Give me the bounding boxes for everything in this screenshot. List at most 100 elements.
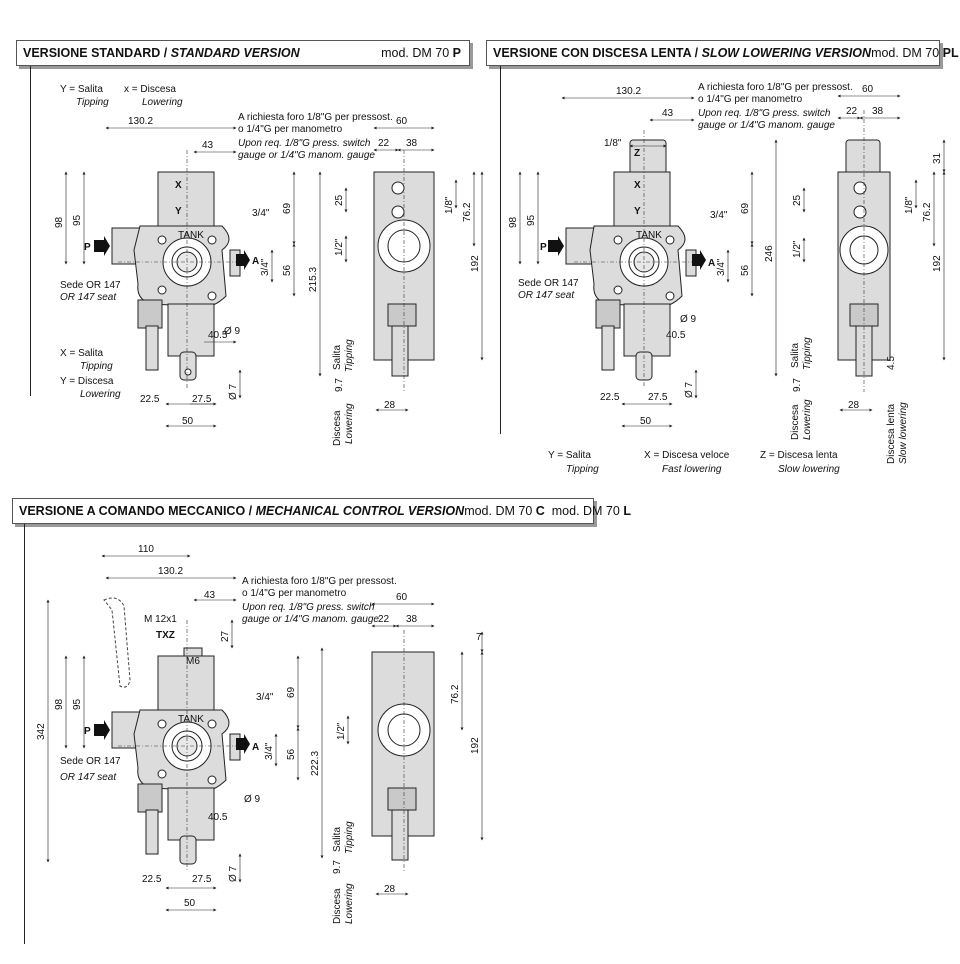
slow-side-1-2: 1/2" [792, 240, 803, 258]
slow-a-arrow [692, 250, 706, 270]
mech-side-1-2: 1/2" [336, 722, 347, 740]
sede-or-label: Sede OR 147 [60, 280, 121, 291]
slow-side-192: 192 [932, 255, 943, 272]
slow-side-22: 22 [846, 106, 858, 117]
slow-dim-95: 95 [526, 214, 537, 226]
slow-port-x: X [634, 180, 641, 191]
slow-dim-22-5: 22.5 [600, 392, 620, 403]
mech-dim-dia-7: Ø 7 [228, 865, 239, 882]
mech-note-en-2: gauge or 1/4"G manom. gauge [242, 614, 379, 625]
mech-side-22: 22 [378, 614, 390, 625]
dim-50: 50 [182, 416, 194, 427]
mech-side-discesa: Discesa [332, 888, 343, 924]
slow-dim-69: 69 [740, 202, 751, 214]
mech-seat: OR 147 seat [60, 772, 117, 783]
legend-tipping: Tipping [76, 97, 109, 108]
section-divider-standard [30, 66, 31, 396]
mech-dim-342: 342 [36, 723, 47, 740]
note-request-it-2: o 1/4"G per manometro [238, 124, 343, 135]
side-dim-215-3: 215.3 [308, 267, 319, 292]
slow-dim-50: 50 [640, 416, 652, 427]
or-seat-label: OR 147 seat [60, 292, 117, 303]
slow-dim-27-5: 27.5 [648, 392, 668, 403]
slow-note-en-1: Upon req. 1/8"G press. switch [698, 108, 831, 119]
slow-note-it-1: A richiesta foro 1/8"G per pressost. [698, 82, 853, 93]
mechanical-side-view [320, 602, 484, 896]
dim-dia-7: Ø 7 [228, 383, 239, 400]
mech-side-salita: Salita [332, 827, 343, 852]
mech-side-28: 28 [384, 884, 396, 895]
legend-tipping-2: Tipping [80, 361, 113, 372]
slow-dim-34: 3/4" [710, 210, 728, 221]
slow-legend-x: X = Discesa veloce [644, 450, 730, 461]
slow-dim-40-5: 40.5 [666, 330, 686, 341]
mechanical-front-view [103, 597, 250, 872]
mech-note-it-1: A richiesta foro 1/8"G per pressost. [242, 576, 397, 587]
slow-side-tipping: Tipping [802, 337, 813, 370]
dim-95: 95 [72, 214, 83, 226]
legend-x-discesa: x = Discesa [124, 84, 176, 95]
mech-dim-69: 69 [286, 686, 297, 698]
slow-dimensions [518, 96, 754, 428]
mech-dim-43: 43 [204, 590, 216, 601]
dim-34-top: 3/4" [252, 208, 270, 219]
header-slow-lowering: VERSIONE CON DISCESA LENTA / SLOW LOWERI… [486, 40, 959, 66]
side-discesa: Discesa [332, 410, 343, 446]
slow-side-76-2: 76.2 [922, 202, 933, 222]
side-lowering: Lowering [344, 403, 355, 444]
slow-side-38: 38 [872, 106, 884, 117]
standard-dimensions [64, 126, 296, 428]
section-divider-mechanical [24, 524, 25, 944]
slow-side-slow-lowering: Slow lowering [898, 402, 909, 464]
mech-dim-98: 98 [54, 698, 65, 710]
slow-tank: TANK [636, 230, 662, 241]
slow-port-z: Z [634, 148, 640, 159]
mech-note-it-2: o 1/4"G per manometro [242, 588, 347, 599]
port-a-arrow [236, 250, 250, 270]
slow-p-arrow [548, 236, 564, 256]
section-divider-slow [500, 66, 501, 434]
legend-X-salita: X = Salita [60, 348, 104, 359]
slow-side-view [774, 94, 946, 412]
side-salita: Salita [332, 345, 343, 370]
slow-side-discesa-lenta: Discesa lenta [886, 404, 897, 464]
header-standard: VERSIONE STANDARD / STANDARD VERSION mod… [16, 40, 470, 66]
slow-side-9-7: 9.7 [792, 378, 803, 392]
mech-dim-95: 95 [72, 698, 83, 710]
port-y-label: Y [175, 206, 182, 217]
side-dim-22: 22 [378, 138, 390, 149]
slow-note-it-2: o 1/4"G per manometro [698, 94, 803, 105]
slow-side-4-5: 4.5 [886, 356, 897, 370]
port-x-label: X [175, 180, 182, 191]
mech-dim-56: 56 [286, 748, 297, 760]
mech-dim-40-5: 40.5 [208, 812, 228, 823]
dim-98: 98 [54, 216, 65, 228]
slow-dim-1-8: 1/8" [604, 138, 622, 149]
mech-port-a: A [252, 742, 259, 753]
header-mechanical: VERSIONE A COMANDO MECCANICO / MECHANICA… [12, 498, 631, 524]
slow-side-25: 25 [792, 194, 803, 206]
mech-side-76-2: 76.2 [450, 684, 461, 704]
slow-side-246: 246 [764, 245, 775, 262]
slow-dim-56: 56 [740, 264, 751, 276]
dim-43: 43 [202, 140, 214, 151]
dim-130: 130.2 [128, 116, 153, 127]
mech-side-tipping: Tipping [344, 821, 355, 854]
legend-lowering-2: Lowering [80, 389, 121, 400]
slow-side-lowering: Lowering [802, 399, 813, 440]
side-dim-9-7: 9.7 [334, 378, 345, 392]
dim-27-5: 27.5 [192, 394, 212, 405]
slow-side-60: 60 [862, 84, 874, 95]
side-dim-76-2: 76.2 [462, 202, 473, 222]
mech-port-p: P [84, 726, 91, 737]
side-dim-60: 60 [396, 116, 408, 127]
note-request-en-1: Upon req. 1/8"G press. switch [238, 138, 371, 149]
dim-dia-9: Ø 9 [224, 326, 241, 337]
side-tipping: Tipping [344, 339, 355, 372]
port-p-arrow [94, 236, 110, 256]
slow-seat: OR 147 seat [518, 290, 575, 301]
note-request-en-2: gauge or 1/4"G manom. gauge [238, 150, 375, 161]
dim-69: 69 [282, 202, 293, 214]
slow-side-31: 31 [932, 152, 943, 164]
